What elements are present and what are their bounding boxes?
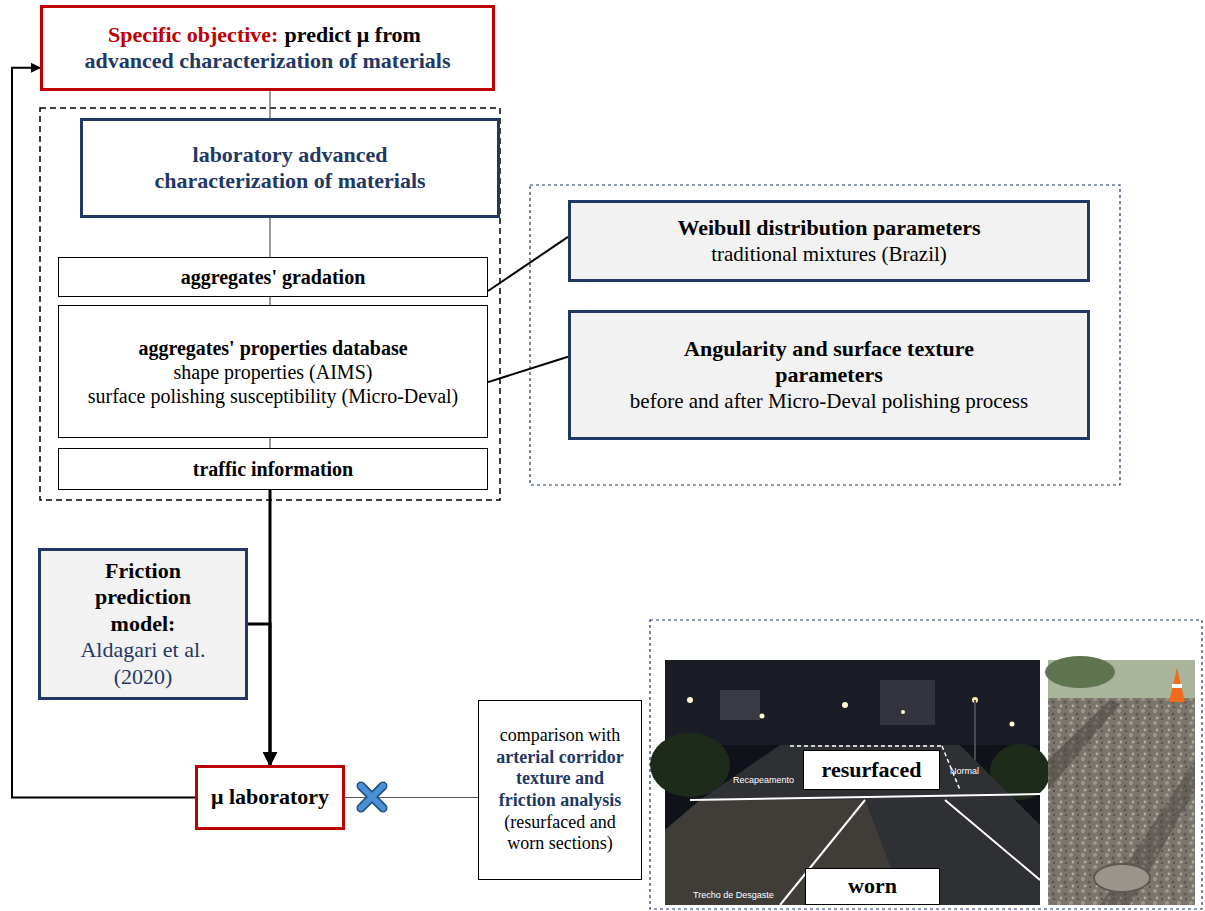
connector <box>269 218 270 257</box>
process-box: laboratory advanced characterization of … <box>80 118 500 218</box>
building <box>880 680 935 725</box>
tree <box>650 733 730 797</box>
model-box: Friction prediction model:Aldagari et al… <box>38 548 248 700</box>
box-text: predict μ from <box>285 22 421 47</box>
street-light <box>687 697 693 703</box>
asphalt-photo <box>1048 660 1195 905</box>
connector <box>269 91 270 118</box>
light-pole <box>974 700 976 760</box>
text-group: Weibull distribution parameterstradition… <box>677 215 980 267</box>
connector <box>248 624 270 765</box>
parameter-box: Weibull distribution parameterstradition… <box>568 200 1090 282</box>
section-line <box>790 745 942 747</box>
process-box: aggregates' gradation <box>58 257 488 297</box>
box-text: Angularity and surface texture parameter… <box>639 336 1019 389</box>
box-text: traffic information <box>193 457 354 481</box>
comparison-box: comparison witharterial corridor texture… <box>478 700 642 880</box>
text-group: resurfaced <box>822 757 922 783</box>
connector <box>488 357 568 382</box>
text-group: traffic information <box>193 457 354 481</box>
mismatch-cross <box>361 786 383 808</box>
text-group: laboratory advanced characterization of … <box>130 142 450 195</box>
box-text: traditional mixtures (Brazil) <box>677 242 980 267</box>
box-text: aggregates' properties database <box>88 336 458 360</box>
box-text: laboratory advanced characterization of … <box>130 142 450 195</box>
box-text: aggregates' gradation <box>181 265 366 289</box>
street-light <box>1010 722 1015 727</box>
text-group: Specific objective: predict μ fromadvance… <box>85 22 451 75</box>
text-group: aggregates' gradation <box>181 265 366 289</box>
connector <box>269 297 270 305</box>
section-line <box>945 800 1040 880</box>
box-text: before and after Micro-Deval polishing p… <box>630 389 1028 414</box>
street-light <box>901 710 905 714</box>
group-frame <box>530 185 1120 485</box>
box-text: comparison with <box>490 725 630 747</box>
photo-annotation: Recapeamento <box>733 775 794 785</box>
photo-annotation: Normal <box>950 766 979 776</box>
text-group: μ laboratory <box>211 784 329 810</box>
objective-box: Specific objective: predict μ fromadvance… <box>40 5 495 91</box>
road <box>665 745 1040 905</box>
photo-tag: resurfaced <box>803 750 940 790</box>
box-text: worn <box>848 873 897 899</box>
box-text: arterial corridor texture and friction a… <box>486 747 634 812</box>
tree <box>1045 656 1115 688</box>
cone-band <box>1172 684 1182 688</box>
box-text: μ laboratory <box>211 784 329 810</box>
photo-annotation: Trecho de Desgaste <box>693 890 774 900</box>
pothole-patch <box>1094 864 1150 892</box>
box-text: Weibull distribution parameters <box>677 215 980 241</box>
text-group: aggregates' properties databaseshape pro… <box>88 336 458 408</box>
box-text: surface polishing susceptibility (Micro-… <box>88 384 458 408</box>
text-group: Angularity and surface texture parameter… <box>630 336 1028 414</box>
result-box: μ laboratory <box>195 765 345 830</box>
worn-section <box>665 800 905 905</box>
building <box>720 690 760 720</box>
box-text: Aldagari et al. (2020) <box>63 637 223 690</box>
box-text: (resurfaced and worn sections) <box>490 812 630 855</box>
connector <box>269 438 270 448</box>
street-light <box>760 714 765 719</box>
traffic-cone <box>1169 668 1185 702</box>
text-group: worn <box>848 873 897 899</box>
cross-outline <box>361 786 383 808</box>
photo-tag: worn <box>805 868 940 905</box>
group-frame <box>40 108 500 500</box>
section-line <box>690 794 1040 800</box>
building-backdrop <box>665 660 1040 745</box>
process-box: traffic information <box>58 448 488 490</box>
box-text: Friction prediction model: <box>73 558 213 637</box>
process-box: aggregates' properties databaseshape pro… <box>58 305 488 438</box>
box-text: advanced characterization of materials <box>85 48 451 74</box>
box-text: shape properties (AIMS) <box>88 360 458 384</box>
group-frame <box>650 620 1202 909</box>
box-text: resurfaced <box>822 757 922 783</box>
street-light <box>842 702 848 708</box>
cross-fill <box>361 786 383 808</box>
box-text: Specific objective: <box>108 22 278 47</box>
connector <box>488 237 568 291</box>
parameter-box: Angularity and surface texture parameter… <box>568 310 1090 440</box>
text-group: comparison witharterial corridor texture… <box>486 725 634 855</box>
shadow <box>1048 700 1120 790</box>
text-group: Friction prediction model:Aldagari et al… <box>63 558 223 690</box>
